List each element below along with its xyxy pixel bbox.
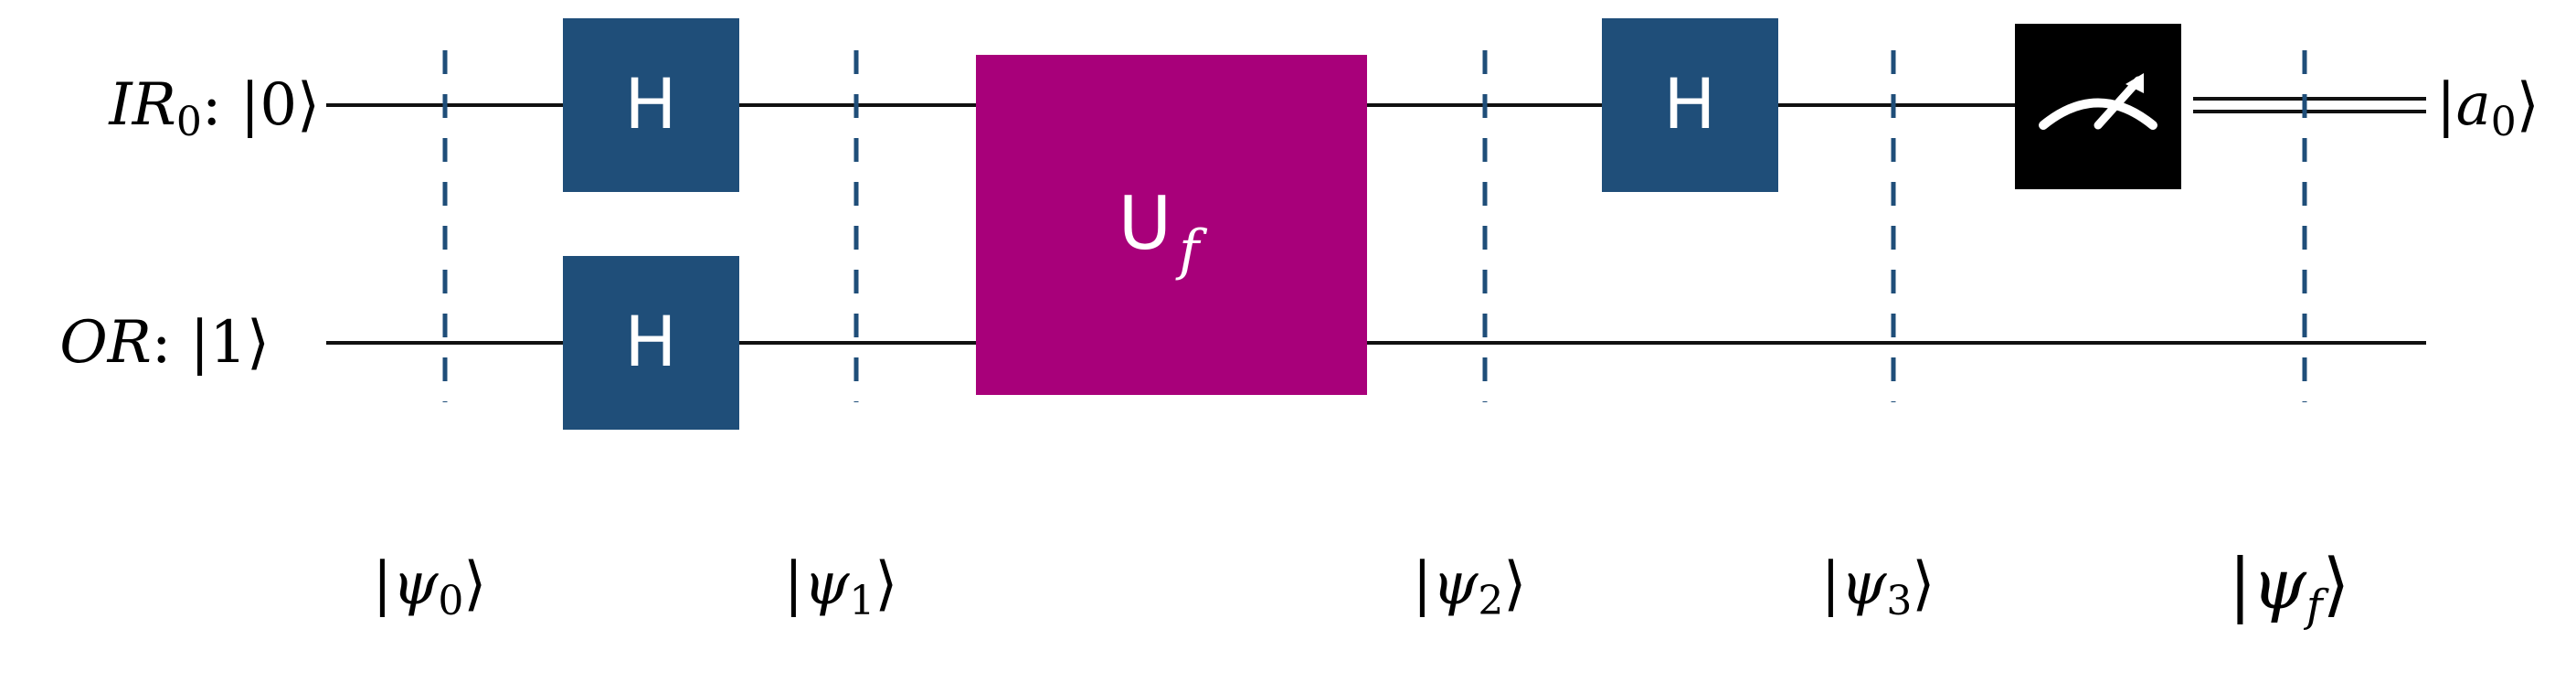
hadamard-gate-ir-2[interactable]: H [1602, 18, 1778, 192]
svg-text:H: H [624, 301, 676, 382]
qubit-label-or: OR: |1⟩ [59, 309, 270, 377]
state-label-psi2: |ψ2⟩ [1413, 550, 1527, 624]
state-label-psif: |ψf⟩ [2229, 543, 2350, 632]
state-label-psi3: |ψ3⟩ [1821, 550, 1935, 624]
measurement-gate[interactable] [2015, 24, 2181, 189]
meter-icon [2039, 73, 2157, 130]
hadamard-gate-or[interactable]: H [563, 256, 739, 430]
state-label-psi1: |ψ1⟩ [784, 550, 898, 624]
qubit-label-ir: IR0: |0⟩ [108, 71, 320, 145]
svg-text:H: H [624, 63, 676, 144]
hadamard-gate-ir[interactable]: H [563, 18, 739, 192]
output-ket: |a0⟩ [2436, 71, 2539, 145]
svg-text:H: H [1663, 63, 1715, 144]
state-label-psi0: |ψ0⟩ [373, 550, 487, 624]
